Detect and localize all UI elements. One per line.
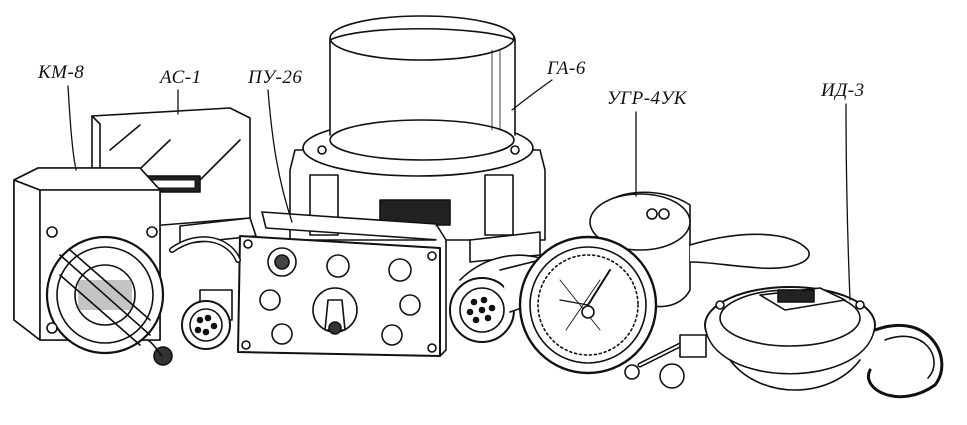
connector-left: [169, 236, 241, 350]
label-km8: КМ-8: [38, 62, 85, 83]
leader-ga6: [511, 79, 553, 111]
label-id3: ИД-3: [821, 80, 865, 101]
leader-km8: [67, 85, 77, 171]
km8-unit: [13, 167, 173, 366]
label-as1: АС-1: [160, 67, 202, 88]
label-ga6: ГА-6: [547, 58, 586, 79]
ugr4uk-unit: [518, 191, 810, 389]
leader-lines: [67, 79, 851, 301]
id3-unit: [704, 286, 944, 399]
leader-pu26: [267, 89, 293, 223]
label-ugr4uk: УГР-4УК: [607, 88, 687, 109]
label-pu26: ПУ-26: [248, 67, 303, 88]
pu26-unit: [237, 211, 447, 357]
leader-id3: [845, 103, 851, 301]
